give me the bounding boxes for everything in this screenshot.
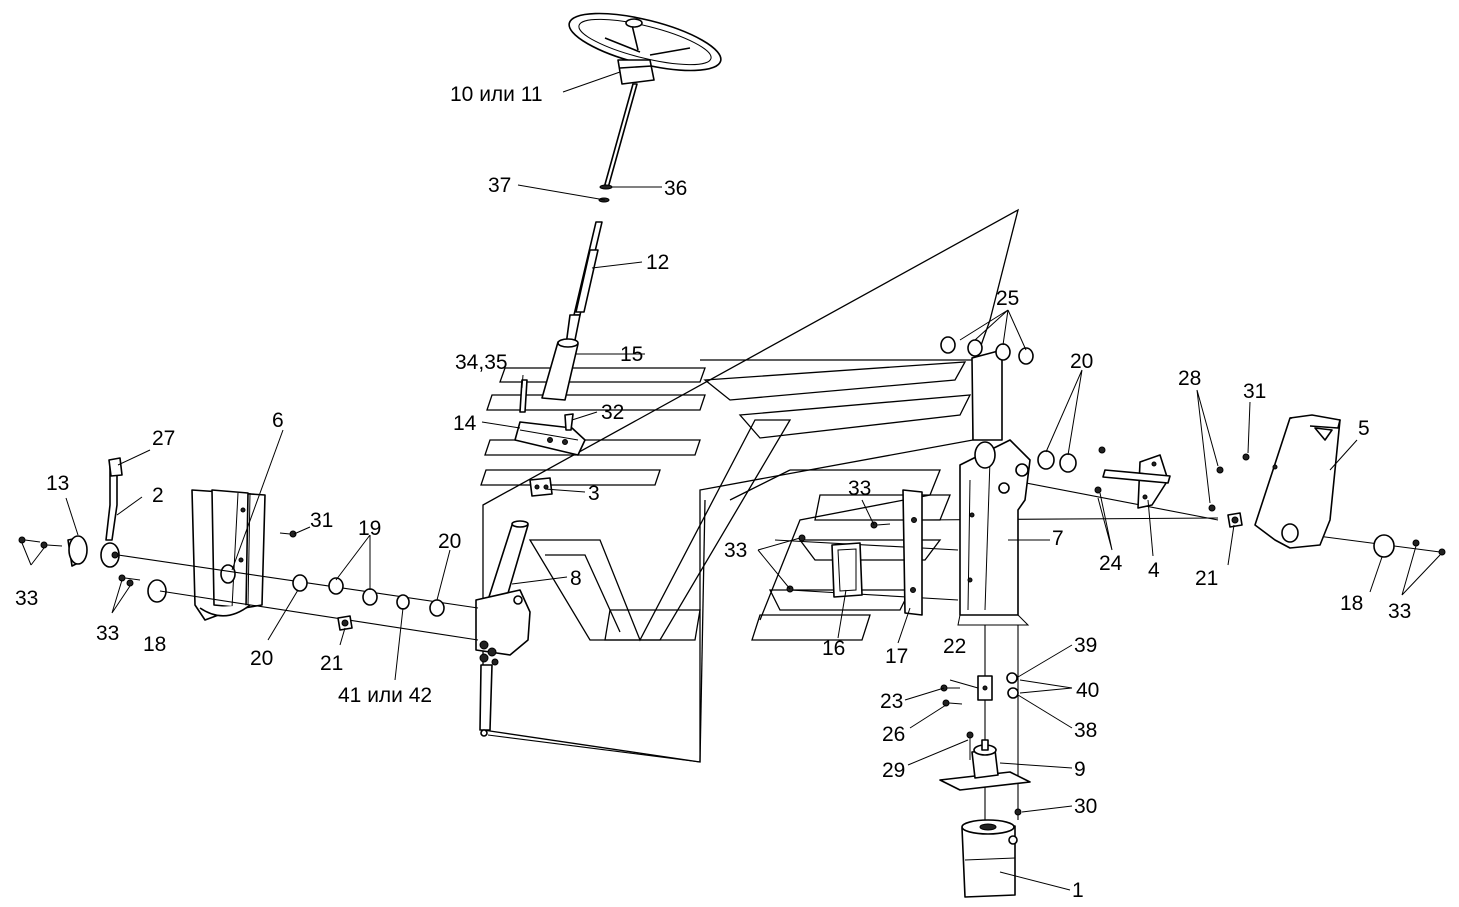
label-22: 22 — [943, 635, 966, 658]
label-38: 38 — [1074, 719, 1097, 742]
label-1: 1 — [1072, 879, 1084, 902]
label-33-e: 33 — [1388, 600, 1411, 623]
lever-2 — [100, 457, 123, 568]
label-33-b: 33 — [96, 622, 119, 645]
washers-25 — [940, 336, 1034, 365]
bolts-33-left — [18, 536, 141, 587]
hydraulic-unit-1 — [961, 819, 1018, 898]
label-5: 5 — [1358, 417, 1370, 440]
label-4: 4 — [1148, 559, 1160, 582]
leader-lines — [21, 71, 1441, 891]
label-31-left: 31 — [310, 509, 333, 532]
label-16: 16 — [822, 637, 845, 660]
label-12: 12 — [646, 251, 669, 274]
label-27: 27 — [152, 427, 175, 450]
steering-shaft-upper — [598, 83, 638, 203]
label-33-a: 33 — [15, 587, 38, 610]
intermediate-shaft-12 — [565, 221, 603, 346]
washers-20-right — [1037, 450, 1077, 473]
label-21-right: 21 — [1195, 567, 1218, 590]
label-37: 37 — [488, 174, 511, 197]
label-9: 9 — [1074, 758, 1086, 781]
label-33-c: 33 — [724, 539, 747, 562]
bracket-14 — [514, 379, 586, 456]
coupling-22 — [940, 672, 1019, 707]
panel-16 — [786, 521, 891, 598]
label-28: 28 — [1178, 367, 1201, 390]
washer-18-right — [1373, 534, 1446, 558]
label-18-left: 18 — [143, 633, 166, 656]
support-6 — [191, 489, 266, 621]
label-40: 40 — [1076, 679, 1099, 702]
pedestal-7 — [957, 349, 1031, 626]
label-14: 14 — [453, 412, 477, 435]
label-19: 19 — [358, 517, 381, 540]
label-20-left: 20 — [438, 530, 461, 553]
label-13: 13 — [46, 472, 69, 495]
label-36: 36 — [664, 177, 687, 200]
label-34-35: 34,35 — [455, 351, 508, 374]
sleeve-15 — [541, 338, 579, 401]
label-3: 3 — [588, 482, 600, 505]
label-8: 8 — [570, 567, 582, 590]
background-frame-outline — [480, 208, 1020, 763]
label-24: 24 — [1099, 552, 1123, 575]
clip-3 — [529, 477, 553, 497]
label-39: 39 — [1074, 634, 1097, 657]
steering-column-8 — [475, 520, 531, 737]
label-7: 7 — [1052, 527, 1064, 550]
label-18-right: 18 — [1340, 592, 1363, 615]
bracket-4 — [1094, 446, 1243, 528]
assembly-axis-lines — [117, 477, 1441, 880]
label-23: 23 — [880, 690, 903, 713]
label-17: 17 — [885, 645, 908, 668]
label-26: 26 — [882, 723, 905, 746]
label-6: 6 — [272, 409, 284, 432]
support-5 — [1242, 414, 1341, 549]
label-15: 15 — [620, 343, 643, 366]
label-32: 32 — [601, 401, 624, 424]
washers-left-axis — [279, 530, 445, 631]
label-10-11: 10 или 11 — [450, 83, 543, 106]
washer-18-left — [147, 579, 167, 603]
cap-13 — [67, 535, 88, 567]
label-20-lower: 20 — [250, 647, 273, 670]
plate-9 — [939, 731, 1031, 816]
label-31-right: 31 — [1243, 380, 1266, 403]
plate-17 — [902, 489, 923, 616]
label-21-left: 21 — [320, 652, 343, 675]
label-30: 30 — [1074, 795, 1097, 818]
label-20-right: 20 — [1070, 350, 1093, 373]
part-labels: 10 или 11 37 36 12 15 34,35 32 14 3 8 27… — [15, 83, 1411, 902]
label-41-42: 41 или 42 — [338, 684, 432, 707]
steering-wheel — [568, 12, 722, 85]
label-2: 2 — [152, 484, 164, 507]
label-33-d: 33 — [848, 477, 871, 500]
label-29: 29 — [882, 759, 905, 782]
label-25: 25 — [996, 287, 1019, 310]
